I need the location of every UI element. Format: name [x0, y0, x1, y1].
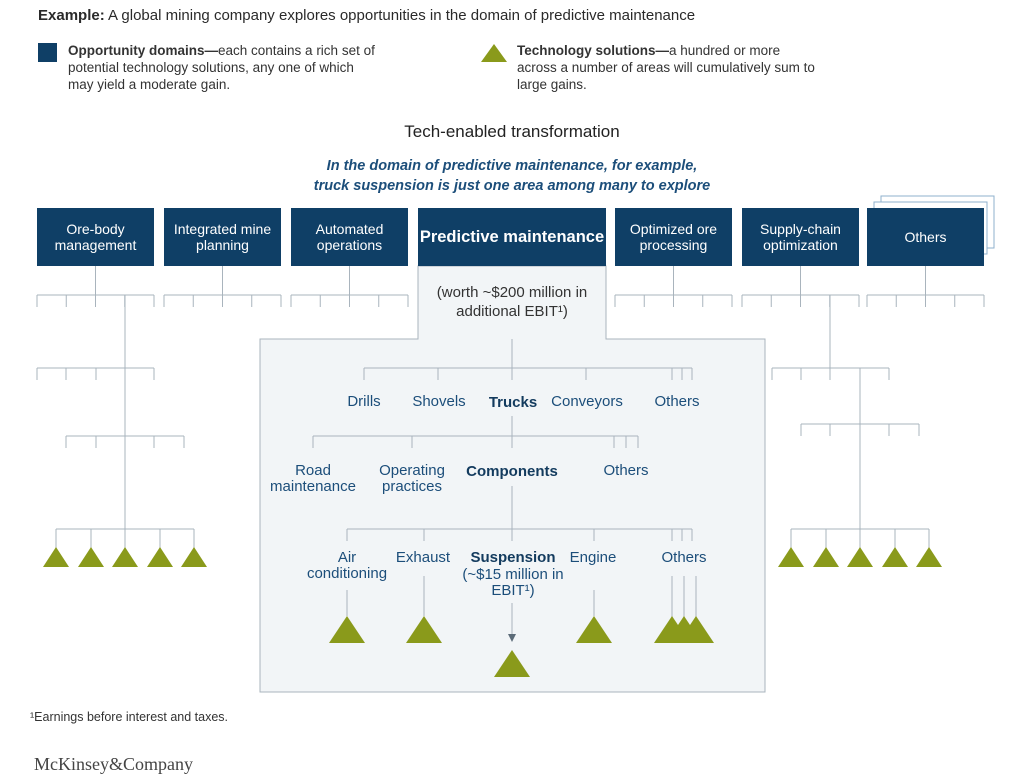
solution-triangle-icon — [147, 547, 173, 567]
predictive-maintenance-panel — [259, 265, 766, 693]
equipment-others: Others — [654, 393, 700, 410]
domain-legend-title: Opportunity domains— — [68, 43, 218, 58]
solution-legend-triangle-icon — [481, 44, 507, 62]
solution-triangle-icon — [43, 547, 69, 567]
suspension-solution-triangle-icon — [494, 650, 530, 677]
domain-optimized-ore-processing: Optimized ore processing — [615, 208, 732, 266]
solution-triangle-icon — [778, 547, 804, 567]
example-prefix: Example: — [38, 7, 105, 24]
domain-integrated-mine-planning: Integrated mine planning — [164, 208, 281, 266]
solution-triangle-icon — [813, 547, 839, 567]
footnote: ¹Earnings before interest and taxes. — [30, 710, 229, 724]
subtitle-line-1: In the domain of predictive maintenance,… — [326, 158, 698, 174]
solution-triangle-icon — [329, 616, 365, 643]
truck-area-operating-practices: Operating practices — [379, 462, 445, 495]
truck-area-components: Components — [466, 463, 558, 480]
solution-triangle-icon — [678, 616, 714, 643]
domain-predictive-maintenance: Predictive maintenance — [418, 208, 606, 266]
solution-legend-description: a hundred or more across a number of are… — [517, 43, 815, 92]
solution-triangle-icon — [576, 616, 612, 643]
domain-legend-description: each contains a rich set of potential te… — [68, 43, 375, 92]
truck-area-others: Others — [603, 462, 649, 479]
solution-legend-title: Technology solutions— — [517, 43, 670, 58]
suspension-value: (~$15 million in EBIT¹) — [462, 566, 564, 599]
equipment-conveyors: Conveyors — [551, 393, 623, 410]
solution-triangle-icon — [78, 547, 104, 567]
solution-triangle-icon — [847, 547, 873, 567]
solution-triangle-icon — [916, 547, 942, 567]
subtitle-line-2: truck suspension is just one area among … — [313, 178, 711, 194]
domain-legend-text: Opportunity domains—each contains a rich… — [68, 42, 378, 93]
solution-triangle-icon — [181, 547, 207, 567]
component-others: Others — [661, 549, 707, 566]
domain-others: Others — [867, 208, 984, 266]
component-suspension: Suspension — [470, 549, 556, 566]
example-caption: Example: A global mining company explore… — [38, 7, 695, 24]
equipment-shovels: Shovels — [412, 393, 466, 410]
arrow-down-icon — [508, 634, 516, 642]
predictive-maintenance-value: (worth ~$200 million in additional EBIT¹… — [436, 284, 588, 320]
domain-legend-swatch — [38, 43, 57, 62]
component-exhaust: Exhaust — [395, 549, 451, 566]
equipment-trucks: Trucks — [488, 394, 538, 411]
solution-triangle-icon — [406, 616, 442, 643]
diagram-subtitle: In the domain of predictive maintenance,… — [0, 156, 1024, 196]
equipment-drills: Drills — [347, 393, 381, 410]
domain-supply-chain-optimization: Supply-chain optimization — [742, 208, 859, 266]
domain-automated-operations: Automated operations — [291, 208, 408, 266]
diagram-title: Tech-enabled transformation — [404, 122, 620, 141]
truck-area-road-maintenance: Road maintenance — [270, 462, 356, 495]
example-text: A global mining company explores opportu… — [104, 7, 696, 24]
brand-logo: McKinsey&Company — [34, 754, 193, 774]
component-engine: Engine — [569, 549, 617, 566]
domain-ore-body-management: Ore-body management — [37, 208, 154, 266]
component-air-conditioning: Air conditioning — [306, 549, 388, 582]
solution-triangle-icon — [112, 547, 138, 567]
solution-legend-text: Technology solutions—a hundred or more a… — [517, 42, 817, 93]
solution-triangle-icon — [882, 547, 908, 567]
